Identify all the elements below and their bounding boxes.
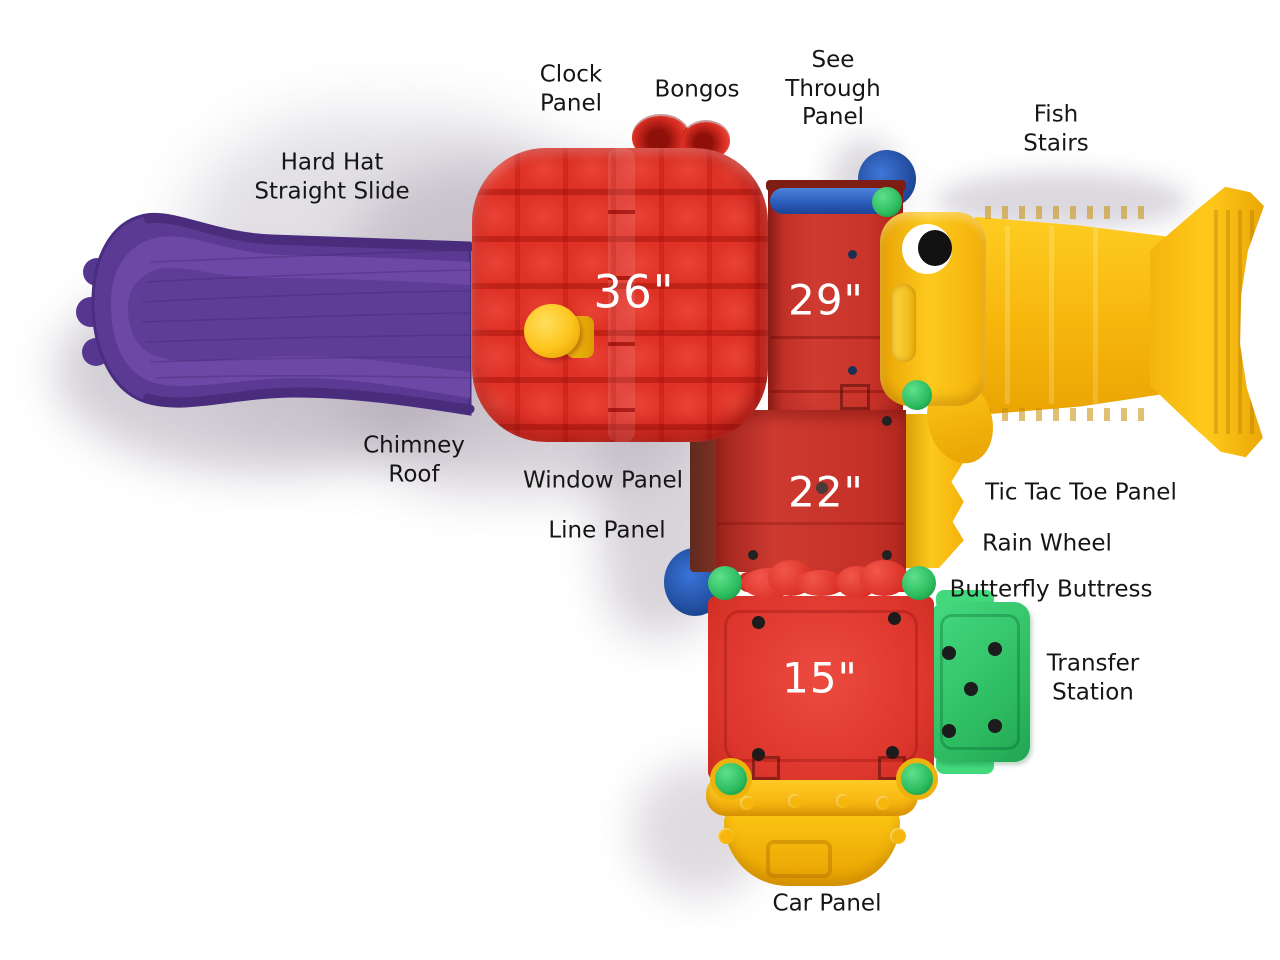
fastener-dot: [748, 550, 758, 560]
fish-stairs-treads-top: [985, 206, 1155, 219]
deck-22: [716, 410, 906, 572]
post-ball-green: [872, 187, 902, 217]
fastener-dot: [752, 616, 765, 629]
square-hole: [840, 384, 870, 410]
deck-seam: [770, 336, 901, 339]
fish-body-ripples: [1005, 226, 1135, 404]
fastener-dot: [848, 250, 857, 259]
fish-stairs-tail: [1150, 186, 1264, 458]
deck-seam: [718, 522, 904, 525]
fastener-dot: [882, 416, 892, 426]
fastener-dot: [886, 746, 899, 759]
label-bongos: Bongos: [654, 76, 740, 103]
see-through-panel-bar: [770, 188, 890, 214]
deck-15: [708, 596, 934, 780]
square-hole: [752, 756, 780, 780]
label-butterfly-buttress: Butterfly Buttress: [949, 576, 1153, 603]
deck15-outline: [724, 610, 918, 762]
transfer-station-panel: [930, 602, 1030, 762]
label-tic-tac-toe-panel: Tic Tac Toe Panel: [985, 479, 1177, 506]
fish-head-handle: [892, 284, 916, 362]
label-rain-wheel: Rain Wheel: [982, 530, 1112, 557]
deck29-back-edge: [766, 180, 906, 191]
post-ball-green: [708, 566, 742, 600]
car-panel-bump: [740, 796, 754, 810]
car-panel-window: [766, 840, 832, 878]
label-line-panel: Line Panel: [548, 517, 666, 544]
car-panel-bump: [718, 828, 734, 844]
label-clock-panel: Clock Panel: [539, 61, 603, 116]
label-window-panel: Window Panel: [522, 467, 684, 494]
transfer-station-outline: [940, 614, 1020, 750]
post-ball-green: [710, 758, 752, 800]
measure-15: 15": [782, 653, 858, 703]
slide-scallop: [83, 258, 111, 286]
chimney-knob: [524, 304, 580, 358]
measure-22: 22": [788, 467, 864, 517]
label-hard-hat-straight-slide: Hard Hat Straight Slide: [254, 149, 410, 204]
transfer-dot: [988, 719, 1002, 733]
fish-tail-ridges: [1214, 210, 1256, 434]
transfer-dot: [942, 646, 956, 660]
butterfly-buttress-lump: [860, 560, 908, 596]
transfer-dot: [942, 724, 956, 738]
car-panel-body: [724, 806, 900, 886]
post-ball-green: [902, 566, 936, 600]
label-see-through-panel: See Through Panel: [785, 47, 881, 131]
chimney-roof-panel: [472, 148, 768, 442]
fastener-dot: [848, 366, 857, 375]
car-panel-bump: [836, 794, 850, 808]
deck-seam: [770, 390, 901, 393]
fastener-dot: [882, 550, 892, 560]
car-panel-bump: [876, 796, 890, 810]
post-ball-green: [896, 758, 938, 800]
transfer-dot: [988, 642, 1002, 656]
roof-ridge: [608, 148, 635, 442]
post-ball-green: [902, 380, 932, 410]
label-chimney-roof: Chimney Roof: [363, 432, 465, 487]
fastener-dot: [888, 612, 901, 625]
label-fish-stairs: Fish Stairs: [1023, 101, 1089, 156]
center-fastener: [816, 482, 828, 494]
fish-stairs-body: [975, 216, 1167, 416]
label-car-panel: Car Panel: [772, 890, 882, 917]
fish-eye-pupil: [918, 230, 952, 266]
car-panel-bump: [890, 828, 906, 844]
measure-29: 29": [788, 275, 864, 325]
transfer-dot: [964, 682, 978, 696]
fish-stairs-treads-bottom: [985, 408, 1155, 421]
car-panel-bump: [788, 794, 802, 808]
measure-36: 36": [593, 265, 675, 319]
label-transfer-station: Transfer Station: [1046, 650, 1140, 705]
